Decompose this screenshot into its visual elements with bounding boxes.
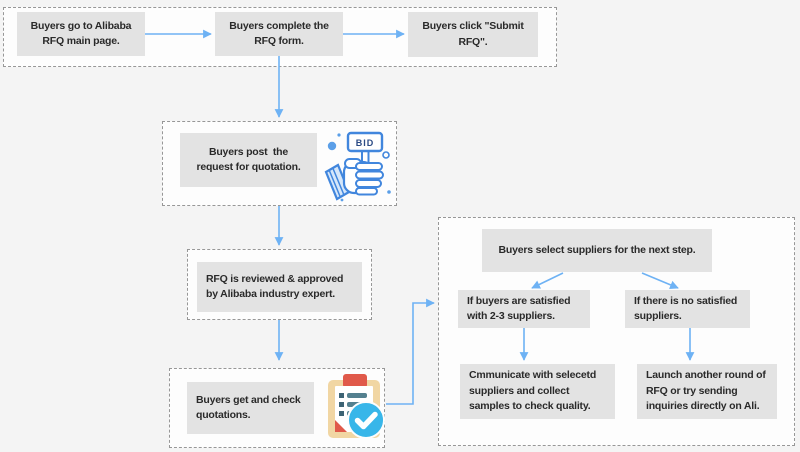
bid-sign xyxy=(346,131,384,153)
node-select-suppliers: Buyers select suppliers for the next ste… xyxy=(482,229,712,272)
node-click-submit: Buyers click "Submit RFQ". xyxy=(408,12,538,57)
node-condition-satisfied: If buyers are satisfied with 2-3 supplie… xyxy=(458,290,590,328)
node-outcome-relaunch: Launch another round of RFQ or try sendi… xyxy=(637,364,777,419)
node-condition-not-satisfied: If there is no satisfied suppliers. xyxy=(625,290,750,328)
checkmark xyxy=(354,411,378,430)
bid-sign-label: BID xyxy=(356,138,375,148)
decor-dot xyxy=(327,141,337,151)
clipboard-clip xyxy=(343,374,367,388)
folded-corner xyxy=(335,420,347,432)
node-go-to-rfq-page: Buyers go to Alibaba RFQ main page. xyxy=(17,12,145,56)
bid-hand-icon: BID xyxy=(324,131,391,202)
node-outcome-communicate: Cmmunicate with selecetd suppliers and c… xyxy=(460,364,615,419)
node-complete-form: Buyers complete the RFQ form. xyxy=(215,12,343,56)
arrow-quotes-selection xyxy=(386,298,435,405)
node-post-request: Buyers post the request for quotation. xyxy=(180,133,317,187)
clipboard-check-icon xyxy=(328,374,385,439)
node-get-quotations: Buyers get and check quotations. xyxy=(187,382,314,434)
node-rfq-review: RFQ is reviewed & approved by Alibaba in… xyxy=(197,262,362,312)
